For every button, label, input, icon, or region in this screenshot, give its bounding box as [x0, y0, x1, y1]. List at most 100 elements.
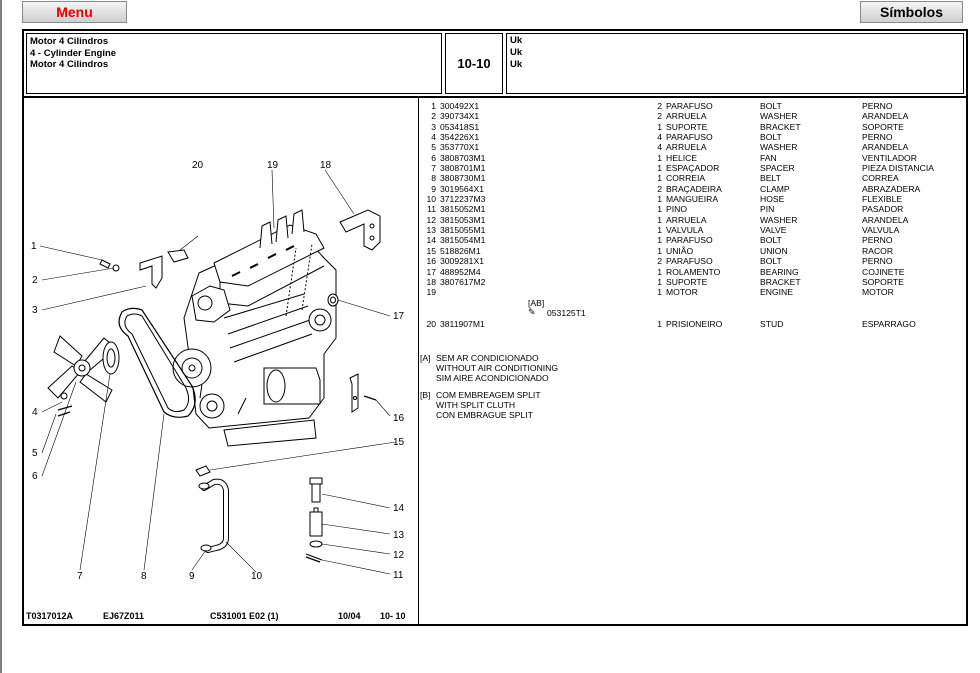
row-desc-en: BEARING — [760, 266, 799, 277]
callout-18: 18 — [320, 160, 332, 171]
subref-part-number[interactable]: 053125T1 — [547, 307, 586, 318]
callout-12: 12 — [393, 550, 405, 561]
row-part-number: 3815054M1 — [440, 235, 486, 246]
row-quantity: 1 — [657, 245, 662, 256]
row-desc-pt: PINO — [666, 204, 688, 215]
row-part-number: 3019564X1 — [440, 183, 484, 194]
symbols-button[interactable]: Símbolos — [860, 1, 963, 23]
row-desc-en: BOLT — [760, 101, 782, 111]
row-desc-es: SOPORTE — [862, 276, 904, 287]
row-index: 15 — [426, 245, 436, 256]
note-line: SIM AIRE ACONDICIONADO — [436, 372, 549, 383]
row-index: 19 — [426, 287, 436, 298]
row-desc-en: PIN — [760, 204, 775, 215]
row-desc-en: ENGINE — [760, 287, 793, 298]
row-desc-es: PERNO — [862, 101, 893, 111]
row-desc-en: HOSE — [760, 194, 785, 205]
catalog-ref: C531001 E02 (1) — [210, 611, 279, 621]
callout-10: 10 — [251, 571, 263, 582]
language-line: Uk — [510, 47, 523, 58]
drawing-ref: T0317012A — [26, 611, 74, 621]
row-quantity: 1 — [657, 173, 662, 184]
row-desc-en: FAN — [760, 152, 777, 163]
row-index: 6 — [431, 152, 436, 163]
row-part-number: 3815055M1 — [440, 225, 486, 236]
part-19-subref: [AB] ✎ 053125T1 — [420, 298, 966, 319]
row-desc-en: UNION — [760, 245, 788, 256]
row-desc-pt: PARAFUSO — [666, 256, 713, 267]
language-box: Uk Uk Uk — [506, 33, 964, 94]
row-part-number: 353770X1 — [440, 142, 480, 153]
row-index: 10 — [426, 194, 436, 205]
callout-13: 13 — [393, 530, 405, 541]
row-quantity: 1 — [657, 152, 662, 163]
row-desc-pt: ARRUELA — [666, 111, 707, 122]
row-quantity: 2 — [657, 111, 662, 122]
row-part-number: 3712237M3 — [440, 194, 486, 205]
callout-16: 16 — [393, 413, 405, 424]
row-quantity: 1 — [657, 214, 662, 225]
row-desc-en: BOLT — [760, 256, 782, 267]
row-quantity: 1 — [657, 194, 662, 205]
row-desc-en: BRACKET — [760, 276, 801, 287]
menu-button[interactable]: Menu — [22, 1, 127, 23]
row-quantity: 1 — [657, 266, 662, 277]
row-quantity: 1 — [657, 318, 662, 329]
model-ref: EJ67Z011 — [103, 611, 145, 621]
note-line: SEM AR CONDICIONADO — [436, 353, 539, 363]
row-desc-pt: SUPORTE — [666, 121, 708, 132]
row-desc-pt: UNIÃO — [666, 245, 694, 256]
callout-3: 3 — [32, 305, 38, 316]
row-desc-es: VALVULA — [862, 225, 900, 236]
row-desc-en: SPACER — [760, 163, 795, 174]
title-line-en: 4 - Cylinder Engine — [30, 47, 117, 59]
row-desc-es: CORREA — [862, 173, 899, 184]
row-desc-es: MOTOR — [862, 287, 894, 298]
callout-20: 20 — [192, 160, 204, 171]
parts-row[interactable]: 20 3811907M1 1 PRISIONEIRO STUD ESPARRAG… — [420, 319, 966, 329]
title-line-es: Motor 4 Cilindros — [30, 59, 109, 70]
row-index: 8 — [431, 173, 436, 184]
row-index: 3 — [431, 121, 436, 132]
callout-19: 19 — [267, 160, 279, 171]
row-desc-pt: ROLAMENTO — [666, 266, 721, 277]
row-part-number: 390734X1 — [440, 111, 480, 122]
row-part-number: 3808701M1 — [440, 163, 486, 174]
row-part-number: 3807617M2 — [440, 276, 486, 287]
catalog-page-frame: Motor 4 Cilindros 4 - Cylinder Engine Mo… — [22, 29, 968, 626]
row-index: 18 — [426, 276, 436, 287]
row-part-number: 518826M1 — [440, 245, 481, 256]
row-part-number: 3009281X1 — [440, 256, 484, 267]
callout-8: 8 — [141, 571, 147, 582]
row-desc-en: BOLT — [760, 132, 782, 143]
row-desc-es: ESPARRAGO — [862, 318, 916, 329]
row-desc-pt: ESPAÇADOR — [666, 163, 720, 174]
row-part-number: 3808730M1 — [440, 173, 486, 184]
row-quantity: 2 — [657, 256, 662, 267]
row-index: 20 — [426, 318, 436, 329]
callout-2: 2 — [32, 275, 38, 286]
row-index: 14 — [426, 235, 436, 246]
row-desc-en: VALVE — [760, 225, 787, 236]
row-desc-es: PERNO — [862, 132, 893, 143]
row-quantity: 1 — [657, 287, 662, 298]
